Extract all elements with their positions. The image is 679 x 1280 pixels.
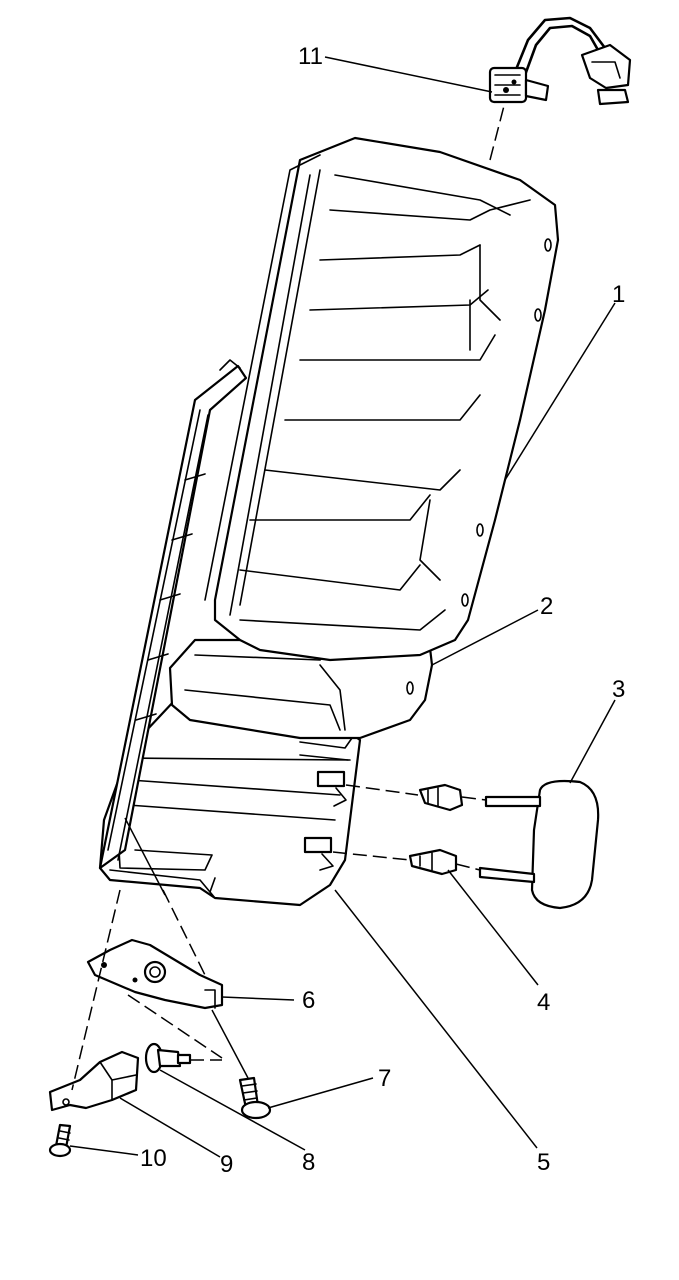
recliner-cover [48, 1050, 140, 1112]
callout-3: 3 [612, 676, 625, 703]
screw [48, 1123, 72, 1158]
seat-back-cover [204, 136, 560, 662]
callout-8: 8 [302, 1149, 315, 1176]
callout-4: 4 [537, 989, 550, 1016]
callout-7: 7 [378, 1065, 391, 1092]
callout-5: 5 [537, 1149, 550, 1176]
callout-1: 1 [612, 281, 625, 308]
bolt [238, 1076, 272, 1120]
callout-11: 11 [298, 43, 323, 70]
recliner-bracket [86, 938, 224, 1010]
shoulder-bolt [144, 1042, 192, 1074]
seat-harness-connector [488, 16, 632, 106]
headrest [478, 779, 600, 910]
callout-2: 2 [540, 593, 553, 620]
callout-9: 9 [220, 1151, 233, 1178]
headrest-guide [408, 783, 464, 876]
callout-10: 10 [140, 1145, 167, 1172]
callout-6: 6 [302, 987, 315, 1014]
